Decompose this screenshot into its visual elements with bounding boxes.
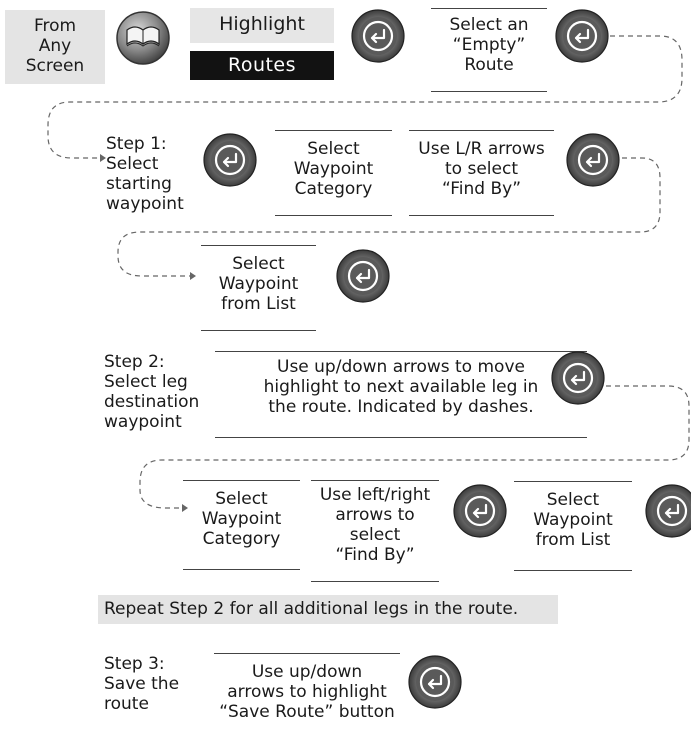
step2-select-category-box: Select Waypoint Category	[183, 480, 300, 570]
step2-select-from-list-box: Select Waypoint from List	[514, 481, 632, 571]
enter-button-icon[interactable]	[566, 133, 620, 187]
step1-select-from-list-box: Select Waypoint from List	[201, 245, 316, 331]
connector-arrowhead	[100, 154, 106, 162]
enter-button-icon[interactable]	[453, 484, 507, 538]
step2-move-instructions-box: Use up/down arrows to move highlight to …	[215, 351, 587, 438]
step3-label: Step 3: Save the route	[104, 654, 180, 714]
step1-find-by-box: Use L/R arrows to select “Find By”	[409, 130, 554, 216]
step1-select-category-box: Select Waypoint Category	[275, 130, 392, 216]
connector-step2-to-row	[139, 385, 690, 509]
repeat-step2-note: Repeat Step 2 for all additional legs in…	[98, 595, 558, 624]
enter-button-icon[interactable]	[645, 484, 691, 538]
enter-button-icon[interactable]	[203, 133, 257, 187]
step3-instructions-box: Use up/down arrows to highlight “Save Ro…	[214, 653, 400, 738]
enter-button-icon[interactable]	[408, 655, 462, 709]
enter-button-icon[interactable]	[336, 249, 390, 303]
start-from-any-screen: From Any Screen	[5, 10, 105, 84]
select-empty-route-box: Select an “Empty” Route	[431, 8, 547, 92]
connector-arrowhead	[190, 272, 196, 280]
enter-button-icon[interactable]	[351, 9, 405, 63]
step2-find-by-box: Use left/right arrows to select “Find By…	[311, 480, 439, 582]
enter-button-icon[interactable]	[555, 9, 609, 63]
connector-arrowhead	[182, 504, 188, 512]
step1-label: Step 1: Select starting waypoint	[106, 134, 184, 214]
connector-row1-to-step1	[47, 35, 683, 159]
routes-menu-item[interactable]: Routes	[190, 51, 334, 80]
enter-button-icon[interactable]	[551, 351, 605, 405]
highlight-label: Highlight	[190, 8, 334, 43]
book-icon	[115, 10, 171, 66]
step2-label: Step 2: Select leg destination waypoint	[104, 352, 200, 432]
connector-step1-to-list	[117, 157, 661, 277]
